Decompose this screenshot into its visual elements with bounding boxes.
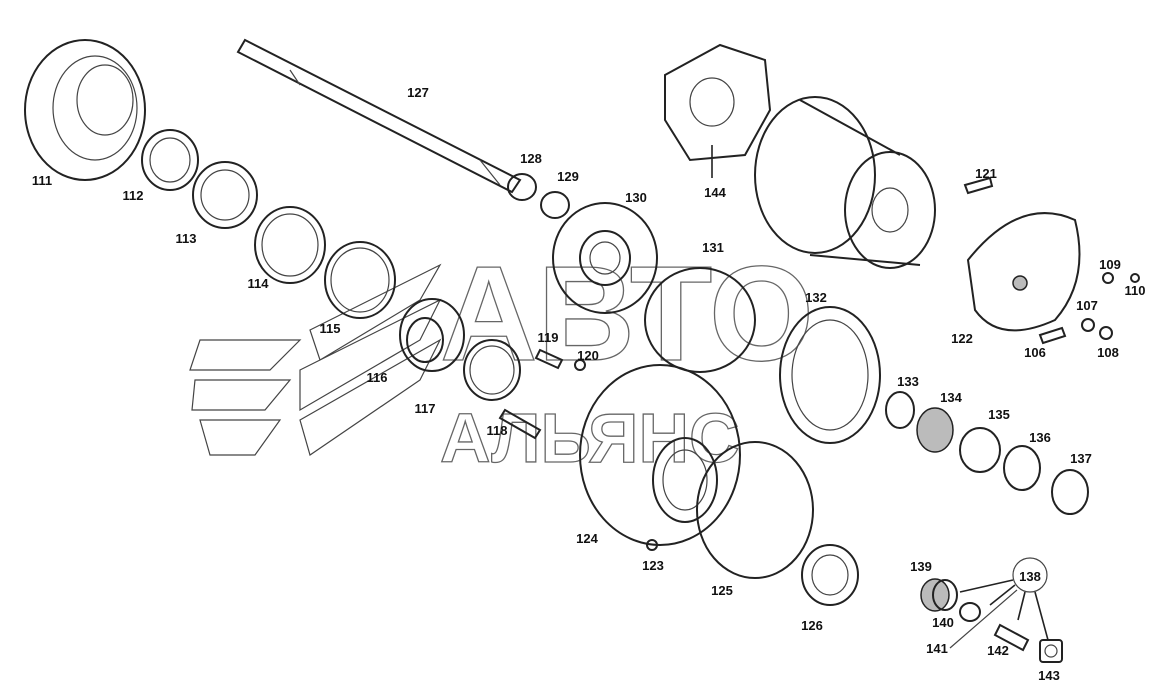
part-132-housing	[754, 96, 936, 269]
label-116: 116	[367, 370, 388, 385]
label-109: 109	[1099, 257, 1121, 272]
part-131-ring	[644, 267, 756, 373]
part-128-snap-ring	[507, 173, 537, 201]
watermark-logo: АВТО АЛЬЯНС	[189, 237, 815, 478]
part-114-ring	[254, 206, 326, 284]
label-137: 137	[1070, 451, 1092, 466]
label-136: 136	[1029, 430, 1051, 445]
part-139-gear	[920, 578, 958, 612]
label-107: 107	[1076, 298, 1098, 313]
label-124: 124	[576, 531, 598, 546]
part-116-bearing	[399, 298, 465, 372]
part-109-nut	[1102, 272, 1114, 284]
label-129: 129	[557, 169, 579, 184]
part-labels: 111 112 113 114 115 116 117 118 119 120 …	[32, 85, 1146, 683]
part-107-nut	[1081, 318, 1095, 332]
label-143: 143	[1038, 668, 1060, 683]
label-117: 117	[415, 401, 436, 416]
label-133: 133	[897, 374, 919, 389]
parts	[24, 38, 1140, 663]
part-115-ring	[324, 241, 396, 319]
part-144-carrier	[664, 43, 772, 178]
label-106: 106	[1024, 345, 1046, 360]
part-121-bolt	[963, 176, 994, 195]
part-111-cover	[24, 39, 146, 181]
label-141: 141	[926, 641, 948, 656]
label-118: 118	[487, 423, 508, 438]
part-143-plate	[1039, 639, 1063, 663]
part-135-washer	[959, 427, 1001, 473]
part-ring-gear	[779, 306, 881, 444]
watermark-line1: АВТО	[440, 238, 814, 389]
part-133-ring	[885, 391, 915, 429]
part-113-seal	[192, 161, 258, 229]
part-124-hub	[579, 364, 741, 546]
label-127: 127	[407, 85, 429, 100]
part-119-bolt	[534, 348, 564, 370]
part-108-nut	[1099, 326, 1113, 340]
part-110-bolt	[1130, 273, 1140, 283]
part-136-washer	[1003, 445, 1041, 491]
part-117-ring	[463, 339, 521, 401]
part-140-washer	[959, 602, 981, 622]
label-110: 110	[1125, 283, 1146, 298]
label-135: 135	[988, 407, 1010, 422]
label-111: 111	[32, 173, 52, 188]
part-106-bolt	[1038, 326, 1067, 345]
part-142-pin	[993, 623, 1030, 652]
label-138: 138	[1019, 569, 1041, 584]
part-122-cover-plate	[966, 212, 1081, 332]
label-144: 144	[704, 185, 726, 200]
part-127-shaft	[236, 38, 522, 194]
label-113: 113	[176, 231, 197, 246]
label-139: 139	[910, 559, 932, 574]
label-140: 140	[932, 615, 954, 630]
label-134: 134	[940, 390, 962, 405]
part-125-o-ring	[696, 441, 814, 579]
label-128: 128	[520, 151, 542, 166]
label-132: 132	[805, 290, 827, 305]
label-108: 108	[1097, 345, 1119, 360]
label-115: 115	[320, 321, 341, 336]
label-130: 130	[625, 190, 647, 205]
label-112: 112	[123, 188, 144, 203]
part-137-snap-ring	[1051, 469, 1089, 515]
label-122: 122	[951, 331, 973, 346]
label-120: 120	[577, 348, 599, 363]
part-120-nut	[574, 359, 586, 371]
part-112-ring	[141, 129, 199, 191]
part-118-pin	[498, 408, 542, 440]
label-119: 119	[538, 330, 559, 345]
part-126-bearing	[801, 544, 859, 606]
label-114: 114	[248, 276, 270, 291]
label-142: 142	[987, 643, 1009, 658]
part-138-kit-leaders	[949, 557, 1049, 649]
label-123: 123	[642, 558, 664, 573]
logo-stripes-icon	[189, 263, 442, 456]
part-129-snap-ring	[540, 191, 570, 219]
label-126: 126	[801, 618, 823, 633]
label-121: 121	[975, 166, 997, 181]
label-125: 125	[711, 583, 733, 598]
part-134-gear	[916, 407, 954, 453]
part-123-plug	[646, 539, 658, 551]
label-131: 131	[702, 240, 724, 255]
part-130-flange	[552, 202, 658, 314]
